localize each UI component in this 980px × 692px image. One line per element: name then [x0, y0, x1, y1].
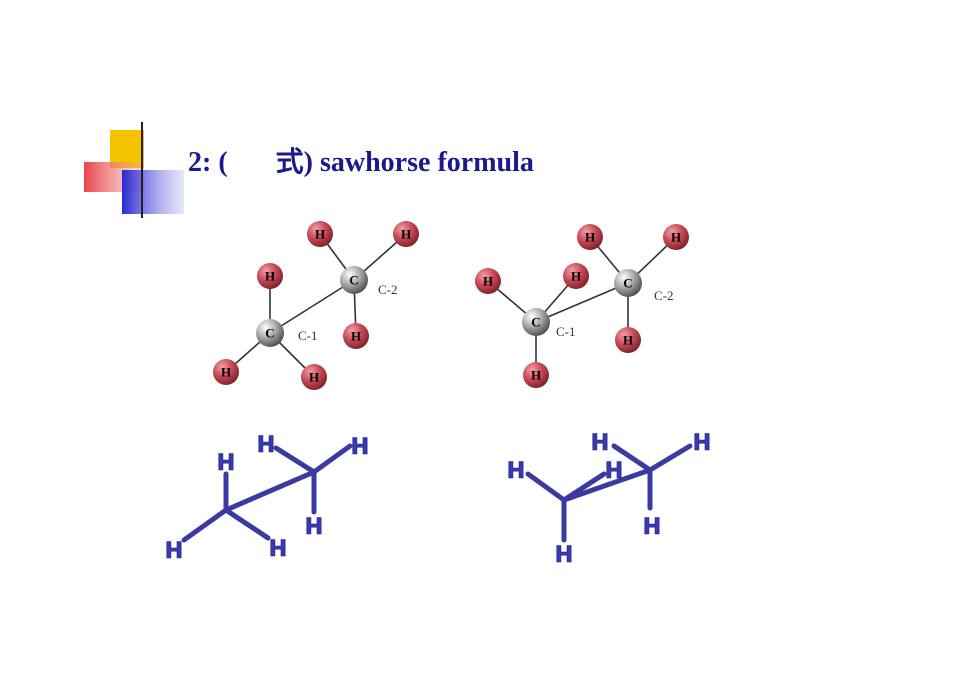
- hydrogen-atom: [213, 359, 239, 385]
- carbon-atom-c2: [614, 269, 642, 297]
- atom-label-h: H: [265, 269, 275, 284]
- left-sawhorse-labels: H H H H H H: [164, 433, 369, 565]
- hydrogen-atom: [257, 263, 283, 289]
- atom-label-h: H: [401, 227, 411, 242]
- atom-label-h: H: [315, 227, 325, 242]
- blue-square: [122, 170, 184, 214]
- hydrogen-atom: [663, 224, 689, 250]
- atom-label-h: H: [571, 269, 581, 284]
- atom-label-h: H: [623, 333, 633, 348]
- hydrogen-atom: [301, 364, 327, 390]
- left-model-atom-labels: H H H H H H C C: [221, 227, 411, 385]
- label-c1: C-1: [556, 324, 576, 339]
- hydrogen-atom: [307, 221, 333, 247]
- hydrogen-atom: [343, 323, 369, 349]
- atom-label-h: H: [483, 274, 493, 289]
- hydrogen-atom: [523, 362, 549, 388]
- right-sawhorse-bonds: [525, 443, 693, 543]
- left-sawhorse-bonds: [181, 443, 353, 543]
- carbon-atom-c1: [256, 319, 284, 347]
- title-prefix: 2: (: [188, 147, 228, 178]
- sawhorse-h: H: [305, 515, 323, 540]
- sawhorse-h: H: [591, 431, 609, 456]
- label-c2: C-2: [378, 282, 398, 297]
- left-model-atoms: [213, 221, 419, 390]
- atom-label-c: C: [265, 326, 274, 341]
- sawhorse-h: H: [507, 459, 525, 484]
- sawhorse-h: H: [351, 435, 369, 460]
- sawhorse-h: H: [605, 459, 623, 484]
- hydrogen-atom: [615, 327, 641, 353]
- atom-label-h: H: [309, 370, 319, 385]
- right-sawhorse-labels: H H H H H H: [506, 431, 711, 569]
- right-model-atoms: [475, 224, 689, 388]
- sawhorse-h: H: [165, 539, 183, 564]
- atom-label-h: H: [351, 329, 361, 344]
- atom-label-h: H: [671, 230, 681, 245]
- carbon-atom-c2: [340, 266, 368, 294]
- sawhorse-h: H: [555, 543, 573, 568]
- atom-label-h: H: [585, 230, 595, 245]
- hydrogen-atom: [393, 221, 419, 247]
- sawhorse-h: H: [257, 433, 275, 458]
- slide-title: 2: ( 式) sawhorse formula: [188, 140, 534, 180]
- hydrogen-atom: [475, 268, 501, 294]
- carbon-atom-c1: [522, 308, 550, 336]
- yellow-square: [110, 130, 144, 168]
- label-c1: C-1: [298, 328, 318, 343]
- label-c2: C-2: [654, 288, 674, 303]
- sawhorse-h: H: [217, 451, 235, 476]
- sawhorse-h: H: [643, 515, 661, 540]
- atom-label-h: H: [221, 365, 231, 380]
- atom-label-h: H: [531, 368, 541, 383]
- hydrogen-atom: [563, 263, 589, 289]
- hydrogen-atom: [577, 224, 603, 250]
- right-model-atom-labels: H H H H H H C C: [483, 230, 681, 383]
- sawhorse-h: H: [269, 537, 287, 562]
- title-suffix: ) sawhorse formula: [303, 147, 534, 178]
- title-cjk: 式: [275, 145, 304, 178]
- atom-label-c: C: [349, 273, 358, 288]
- atom-label-c: C: [623, 276, 632, 291]
- sawhorse-h: H: [693, 431, 711, 456]
- atom-label-c: C: [531, 315, 540, 330]
